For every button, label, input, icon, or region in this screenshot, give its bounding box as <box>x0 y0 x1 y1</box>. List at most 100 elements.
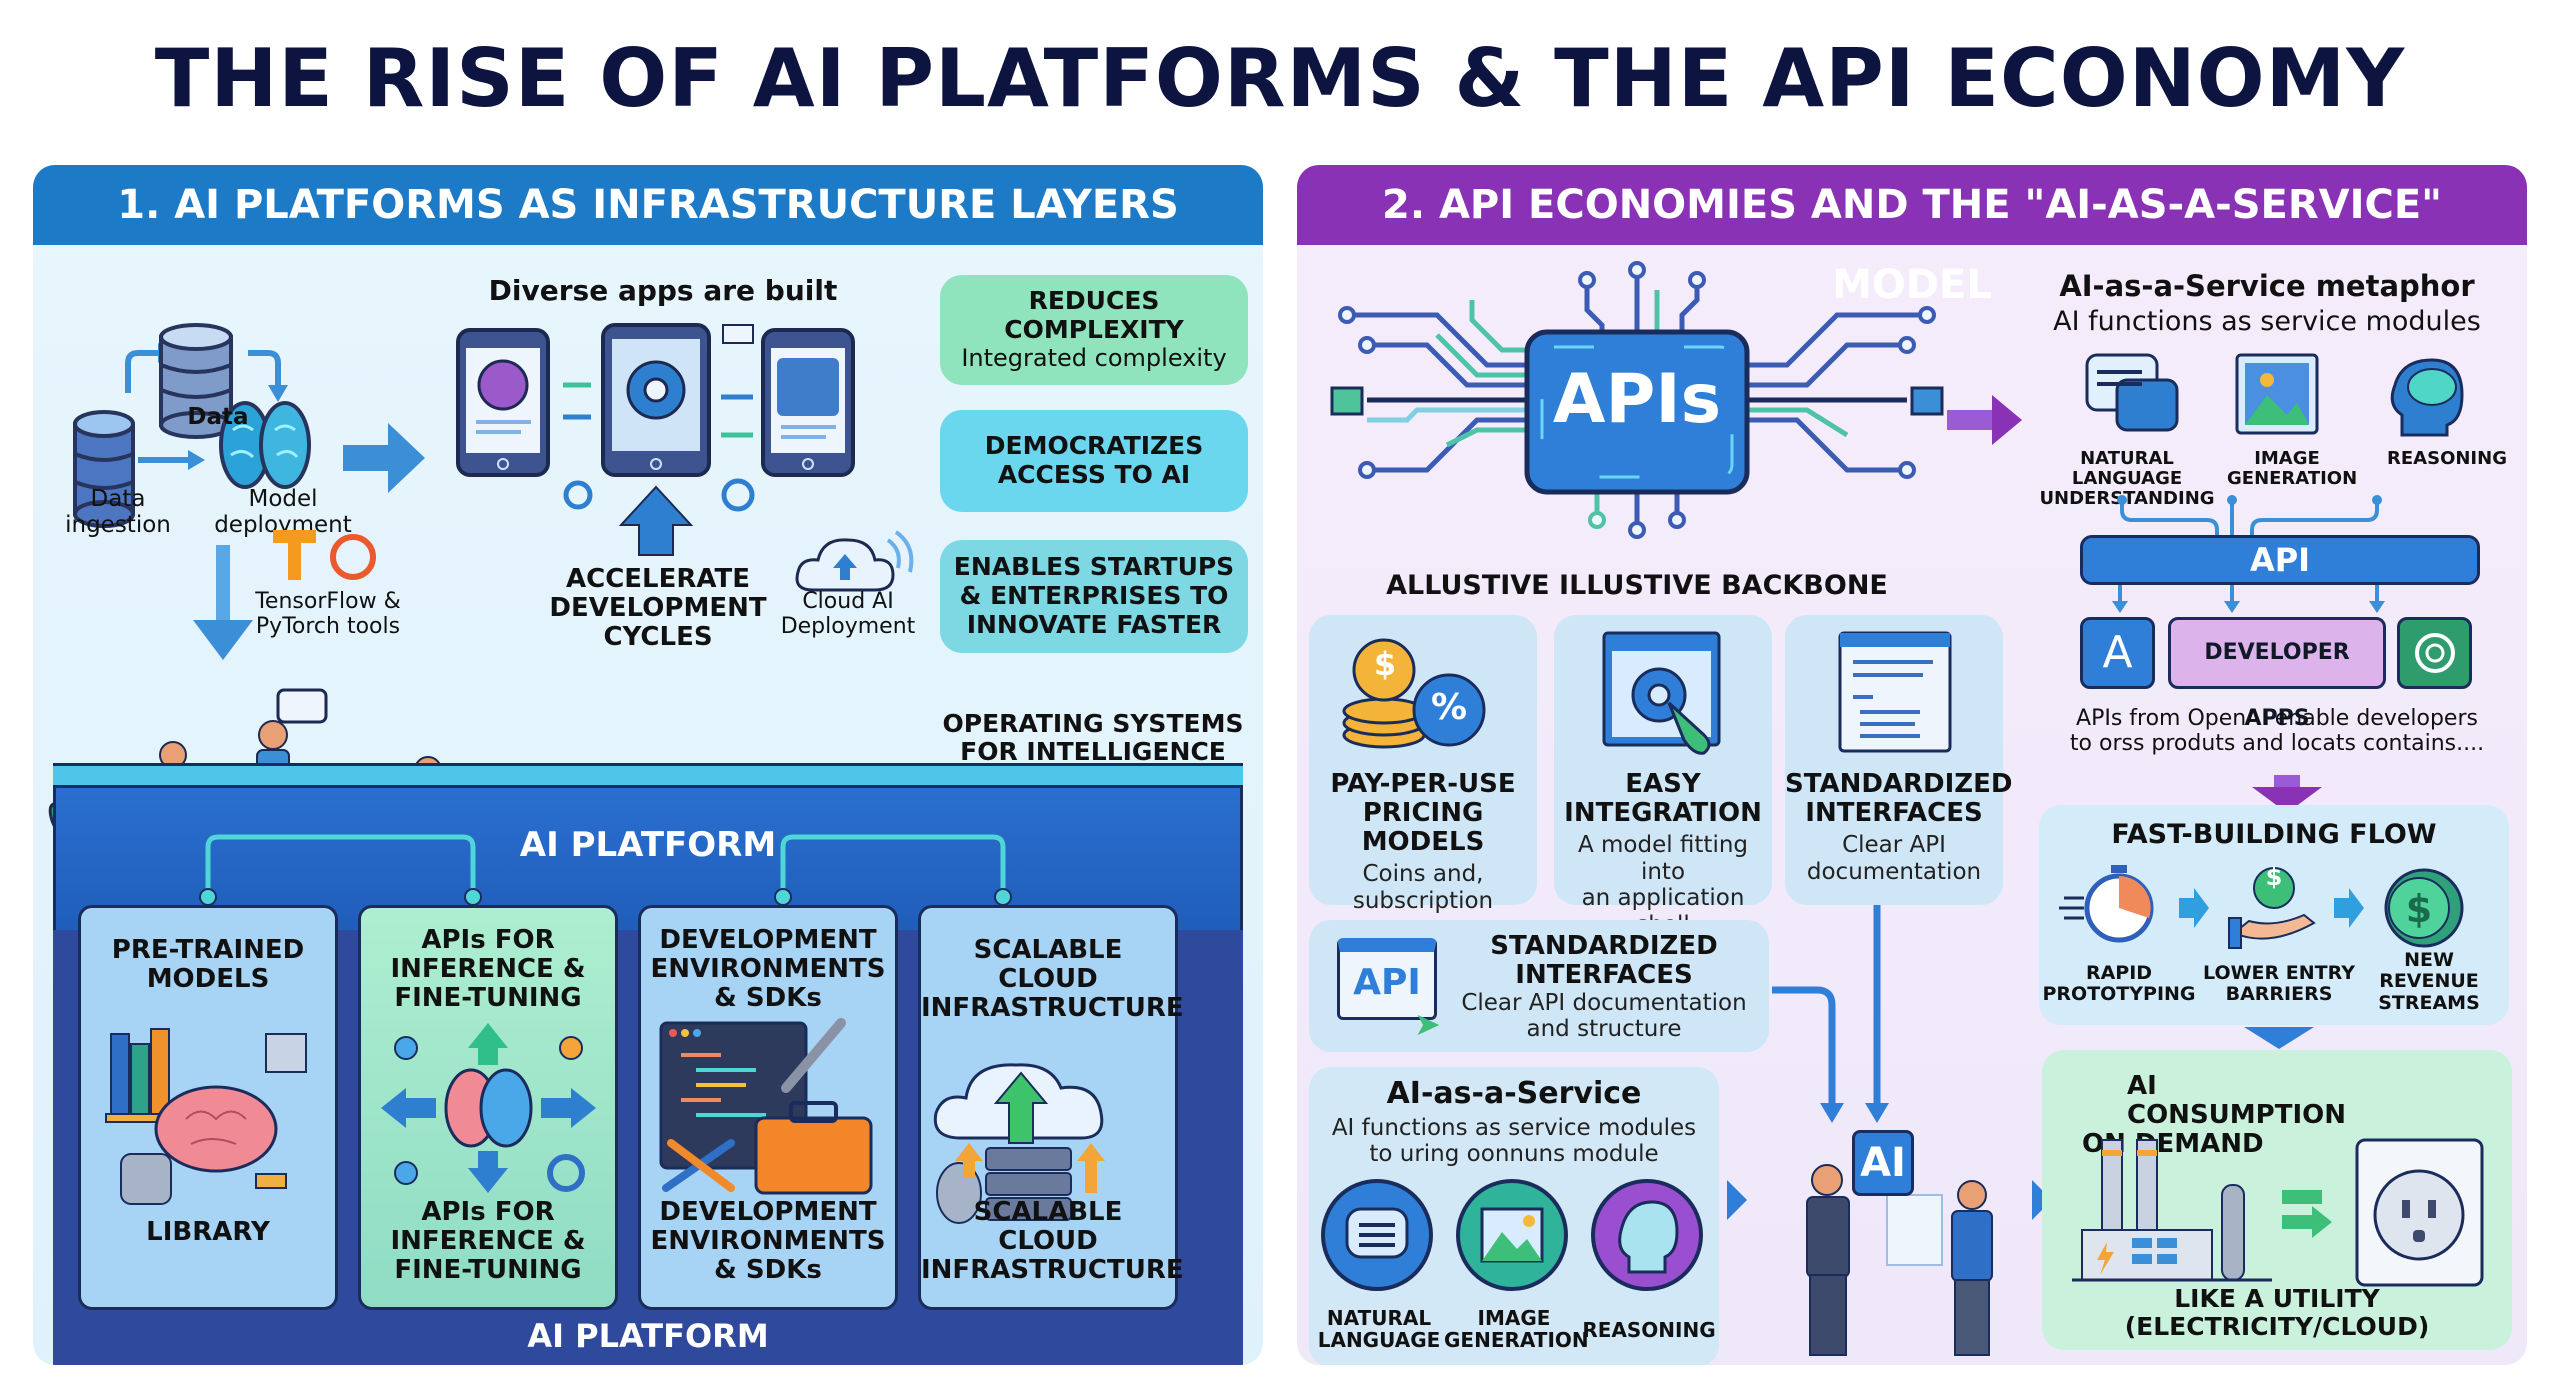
utility-illustration <box>2072 1138 2484 1287</box>
brain-network-icon <box>381 1023 596 1194</box>
gear-small-icon <box>563 480 593 510</box>
arrow-up-icon <box>618 485 694 556</box>
frameworks-logos <box>273 530 376 580</box>
database-ingestion-icon <box>73 410 135 528</box>
page-title: THE RISE OF AI PLATFORMS & THE API ECONO… <box>154 32 2406 125</box>
hand-icon <box>2232 913 2316 940</box>
app-store-icon: 𝖠 <box>2080 617 2155 689</box>
folder-icon <box>1910 386 1944 416</box>
factory-icon <box>2072 1139 2272 1282</box>
arrow-down-blue-icon <box>2244 1027 2314 1049</box>
fast-flow-icons <box>2059 865 2464 949</box>
api-chip <box>1524 329 1750 495</box>
dollar-coin-icon <box>2253 867 2295 909</box>
aaas-label-reasoning: REASONING <box>1582 1318 1716 1342</box>
api-window-icon: API <box>1337 938 1437 1020</box>
section-header-1: 1. AI PLATFORMS AS INFRASTRUCTURE LAYERS <box>33 165 1263 245</box>
data-pipeline-illustration <box>73 323 425 660</box>
brain-library-icon <box>105 1028 307 1206</box>
folder-icon <box>1330 386 1364 416</box>
app-device-image <box>761 328 855 477</box>
cloud-upload-icon <box>795 530 914 592</box>
aaas-card: AI-as-a-Service AI functions as service … <box>1309 1067 1719 1365</box>
platform-floor <box>53 763 1243 787</box>
service-icons-row <box>2085 353 2464 437</box>
code-toolbox-icon <box>659 1018 873 1195</box>
panel-api-economy: 2. API ECONOMIES AND THE "AI-AS-A-SERVIC… <box>1297 165 2527 1365</box>
arrow-right-icon <box>343 423 425 493</box>
lightning-icon <box>2097 1242 2114 1275</box>
frameworks-label: TensorFlow &PyTorch tools <box>255 589 401 639</box>
developer-apps-box: DEVELOPER APPS <box>2168 617 2386 731</box>
toolbox-icon <box>754 1116 873 1195</box>
cloud-servers-icon <box>933 1063 1105 1225</box>
api-chip-label: APIs <box>1552 360 1722 439</box>
coins-percent-icon <box>1342 638 1486 749</box>
brain-head-icon <box>2390 358 2464 437</box>
speech-bubble-icon <box>276 688 328 724</box>
gear-icon <box>547 1154 585 1193</box>
apps-illustration <box>456 323 855 556</box>
arrow-right-icon <box>2179 888 2209 928</box>
connector-arrows <box>1772 905 1889 1123</box>
apps-heading: Diverse apps are built <box>488 274 838 307</box>
data-label: Data <box>187 404 249 430</box>
arrow-right-icon <box>2334 888 2364 928</box>
brain-icon <box>219 401 311 489</box>
panel-ai-platforms: 1. AI PLATFORMS AS INFRASTRUCTURE LAYERS <box>33 165 1263 1365</box>
business-people-illustration <box>1727 1164 2052 1356</box>
documentation-window-icon <box>1838 631 1952 753</box>
app-device-chat <box>456 328 550 477</box>
arrow-down-icon <box>248 350 281 385</box>
openai-logo-icon <box>2397 617 2472 689</box>
cursor-icon: ➤ <box>1414 1005 1441 1043</box>
section-header-2: 2. API ECONOMIES AND THE "AI-AS-A-SERVIC… <box>1297 165 2527 308</box>
arrow-down-purple-icon <box>2252 775 2322 813</box>
arrow-right-purple-icon <box>1947 395 2022 445</box>
api-chip-illustration <box>1330 261 1944 539</box>
metaphor-subtitle: AI functions as service modules <box>2053 306 2481 337</box>
document-icon <box>1886 1194 1943 1266</box>
wrench-icon <box>781 1018 846 1094</box>
pytorch-icon <box>330 534 376 580</box>
tensorflow-icon <box>273 530 316 580</box>
api-bar-down-arrows <box>2112 585 2385 613</box>
api-bar: API <box>2080 535 2480 585</box>
metaphor-title: AI-as-a-Service metaphor <box>2059 269 2475 303</box>
gear-window-icon <box>1602 631 1721 755</box>
platform-connectors <box>199 834 1012 906</box>
openai-logo-icon <box>477 359 529 411</box>
image-icon <box>2235 353 2319 435</box>
service-label-reasoning: REASONING <box>2387 448 2507 469</box>
ai-badge: AI <box>1852 1130 1914 1196</box>
api-bar-connectors <box>2117 495 2382 535</box>
backbone-caption: ALLUSTIVE ILLUSTIVE BACKBONE <box>1386 570 1888 601</box>
arrow-up-right-icon <box>125 350 158 393</box>
arrow-down-large-icon <box>193 620 253 660</box>
